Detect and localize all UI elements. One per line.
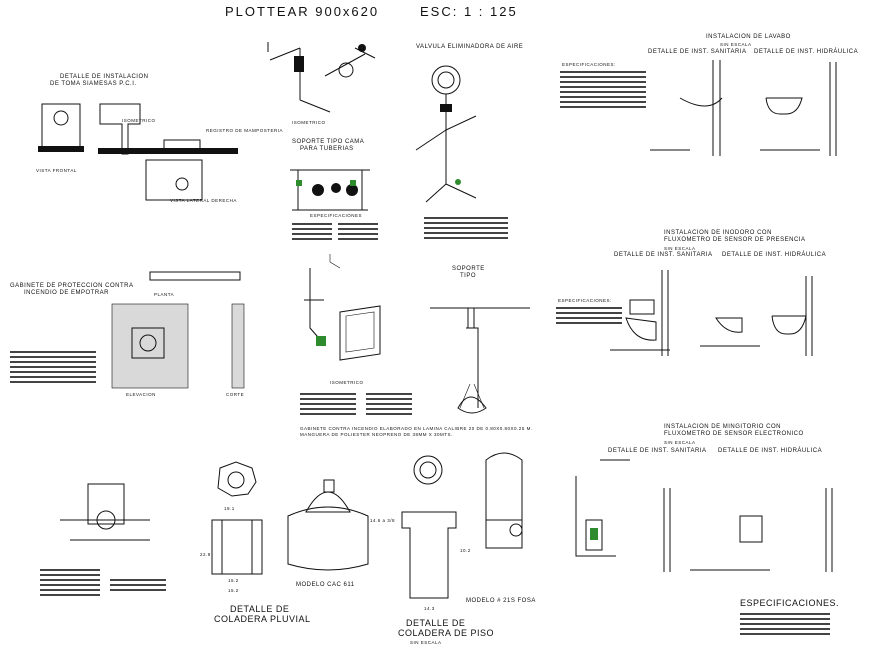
mingitorio-detail-sanitaria: DETALLE DE INST. SANITARIA — [608, 448, 707, 454]
toma-siamesa-drawing — [38, 103, 238, 201]
gabinete-iso-spec-right — [366, 390, 412, 418]
label-registro: REGISTRO DE MAMPOSTERIA — [206, 128, 284, 133]
valvula-notes — [424, 214, 508, 242]
soporte-cama-spec-left — [292, 220, 332, 243]
gabinete-drawing — [111, 271, 245, 389]
pluvial-dim-3: 15.2 — [228, 588, 239, 593]
especificaciones-list — [740, 610, 830, 638]
piso-dim-2: 10.2 — [460, 548, 471, 553]
coladera-pluvial-drawing — [211, 461, 369, 575]
pluvial-title-2: COLADERA PLUVIAL — [214, 614, 311, 624]
gabinete-planta: PLANTA — [154, 292, 175, 297]
pluvial-title-1: DETALLE DE — [230, 604, 290, 614]
coladera-detail-drawing — [60, 483, 150, 541]
mingitorio-title-2: FLUXOMETRO DE SENSOR ELECTRONICO — [664, 431, 804, 437]
pluvial-dim-1: 19.1 — [224, 506, 235, 511]
inodoro-title-1: INSTALACION DE INODORO CON — [664, 230, 772, 236]
gabinete-elevacion: ELEVACION — [126, 392, 156, 397]
gabinete-iso-drawing — [304, 254, 381, 361]
label-isometrico: ISOMETRICO — [292, 120, 326, 125]
coladera-piso-drawing — [401, 452, 523, 599]
valvula-title: VALVULA ELIMINADORA DE AIRE — [416, 44, 524, 50]
soporte-cama-title-2: PARA TUBERIAS — [300, 146, 354, 152]
lavabo-scale: SIN ESCALA — [720, 42, 752, 47]
lavabo-detail-hidraulica: DETALLE DE INST. HIDRÁULICA — [754, 49, 859, 55]
gabinete-corte: CORTE — [226, 392, 245, 397]
especificaciones-label: ESPECIFICACIONES. — [740, 598, 840, 608]
label-isometrico-toma: ISOMETRICO — [122, 118, 156, 123]
piso-modelo: MODELO # 21S FOSA — [466, 598, 536, 604]
mingitorio-detail-hidraulica: DETALLE DE INST. HIDRÁULICA — [718, 448, 823, 454]
pluvial-dim-2: 15.2 — [228, 578, 239, 583]
coladera-spec-list — [40, 566, 100, 599]
inodoro-scale: SIN ESCALA — [664, 246, 696, 251]
soporte-tipo-drawing — [430, 307, 530, 414]
pluvial-modelo: MODELO CAC 611 — [296, 582, 355, 588]
inodoro-spec-list — [556, 304, 622, 327]
piso-dim-1: 14.6 a 3/8 — [370, 518, 396, 523]
lavabo-spec-label: ESPECIFICACIONES: — [562, 62, 616, 67]
piso-title-2: COLADERA DE PISO — [398, 628, 495, 638]
inodoro-detail-hidraulica: DETALLE DE INST. HIDRÁULICA — [722, 252, 827, 258]
soporte-cama-title-1: SOPORTE TIPO CAMA — [292, 139, 365, 145]
soporte-cama-spec-label: ESPECIFICACIONES — [310, 213, 363, 218]
pluvial-dim-4: 22.9 — [200, 552, 211, 557]
toma-siamesa-title-1: DETALLE DE INSTALACION — [60, 74, 149, 80]
lavabo-detail-sanitaria: DETALLE DE INST. SANITARIA — [648, 49, 747, 55]
gabinete-note-1: GABINETE CONTRA INCENDIO ELABORADO EN LA… — [300, 426, 533, 431]
plot-label: PLOTTEAR 900x620 — [225, 4, 380, 19]
gabinete-title-2: INCENDIO DE EMPOTRAR — [24, 290, 110, 296]
inodoro-title-2: FLUXOMETRO DE SENSOR DE PRESENCIA — [664, 237, 806, 243]
mingitorio-scale: SIN ESCALA — [664, 440, 696, 445]
piso-scale: SIN ESCALA — [410, 640, 442, 645]
gabinete-note-2: MANGUERA DE POLIESTER NEOPRENO DE 38MM X… — [300, 432, 453, 437]
gabinete-iso-spec-left — [300, 390, 356, 418]
lavabo-spec-list — [560, 68, 646, 111]
toma-siamesa-title-2: DE TOMA SIAMESAS P.C.I. — [50, 81, 137, 87]
mingitorio-title-1: INSTALACION DE MINGITORIO CON — [664, 424, 781, 430]
mingitorio-drawing — [575, 459, 833, 572]
inodoro-spec-label: ESPECIFICACIONES: — [558, 298, 612, 303]
gabinete-title-1: GABINETE DE PROTECCION CONTRA — [10, 283, 134, 289]
piso-title-1: DETALLE DE — [406, 618, 466, 628]
valvula-drawing — [415, 65, 477, 203]
gabinete-spec-list — [10, 348, 96, 386]
label-vista-frontal: VISTA FRONTAL — [36, 168, 77, 173]
inodoro-drawing — [610, 270, 813, 356]
soporte-cama-spec-right — [338, 220, 378, 243]
isometrico-drawing — [267, 42, 376, 113]
coladera-spec-table — [110, 576, 166, 594]
inodoro-detail-sanitaria: DETALLE DE INST. SANITARIA — [614, 252, 713, 258]
soporte-tipo-title-1: SOPORTE — [452, 266, 485, 272]
soporte-tipo-title-2: TIPO — [460, 273, 477, 279]
label-vista-lateral: VISTA LATERAL DERECHA — [170, 198, 237, 203]
piso-dim-3: 14.3 — [424, 606, 435, 611]
lavabo-title: INSTALACION DE LAVABO — [706, 34, 791, 40]
lavabo-drawing — [650, 60, 837, 156]
isometrico-2-label: ISOMETRICO — [330, 380, 364, 385]
scale-label: ESC: 1 : 125 — [420, 4, 518, 19]
soporte-cama-drawing — [290, 169, 370, 211]
